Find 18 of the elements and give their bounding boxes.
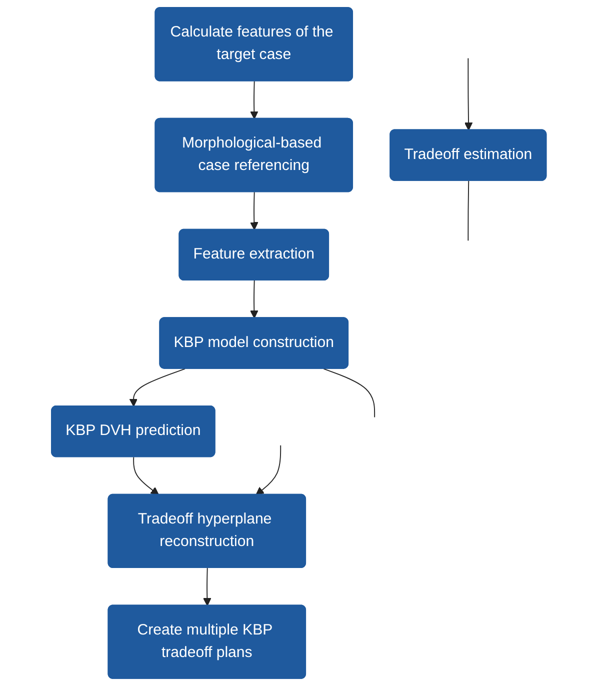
arrow [464,58,472,131]
arrow [132,456,159,496]
arrow [255,444,281,496]
process-box: KBP DVH prediction [50,405,215,458]
process-box: Tradeoff hyperplane reconstruction [107,494,306,568]
arrow [250,280,258,318]
arrow [250,80,258,120]
process-box: Create multiple KBP tradeoff plans [107,604,306,679]
process-box: Feature extraction [178,228,329,280]
connector-line [322,368,375,418]
process-box: Morphological-based case referencing [154,118,353,192]
connector-line [467,180,469,242]
process-box: KBP model construction [158,317,348,369]
arrow [128,368,186,407]
process-box: Calculate features of the target case [154,7,353,82]
process-box: Tradeoff estimation [389,129,546,181]
arrow [202,568,211,606]
arrow [250,192,258,230]
